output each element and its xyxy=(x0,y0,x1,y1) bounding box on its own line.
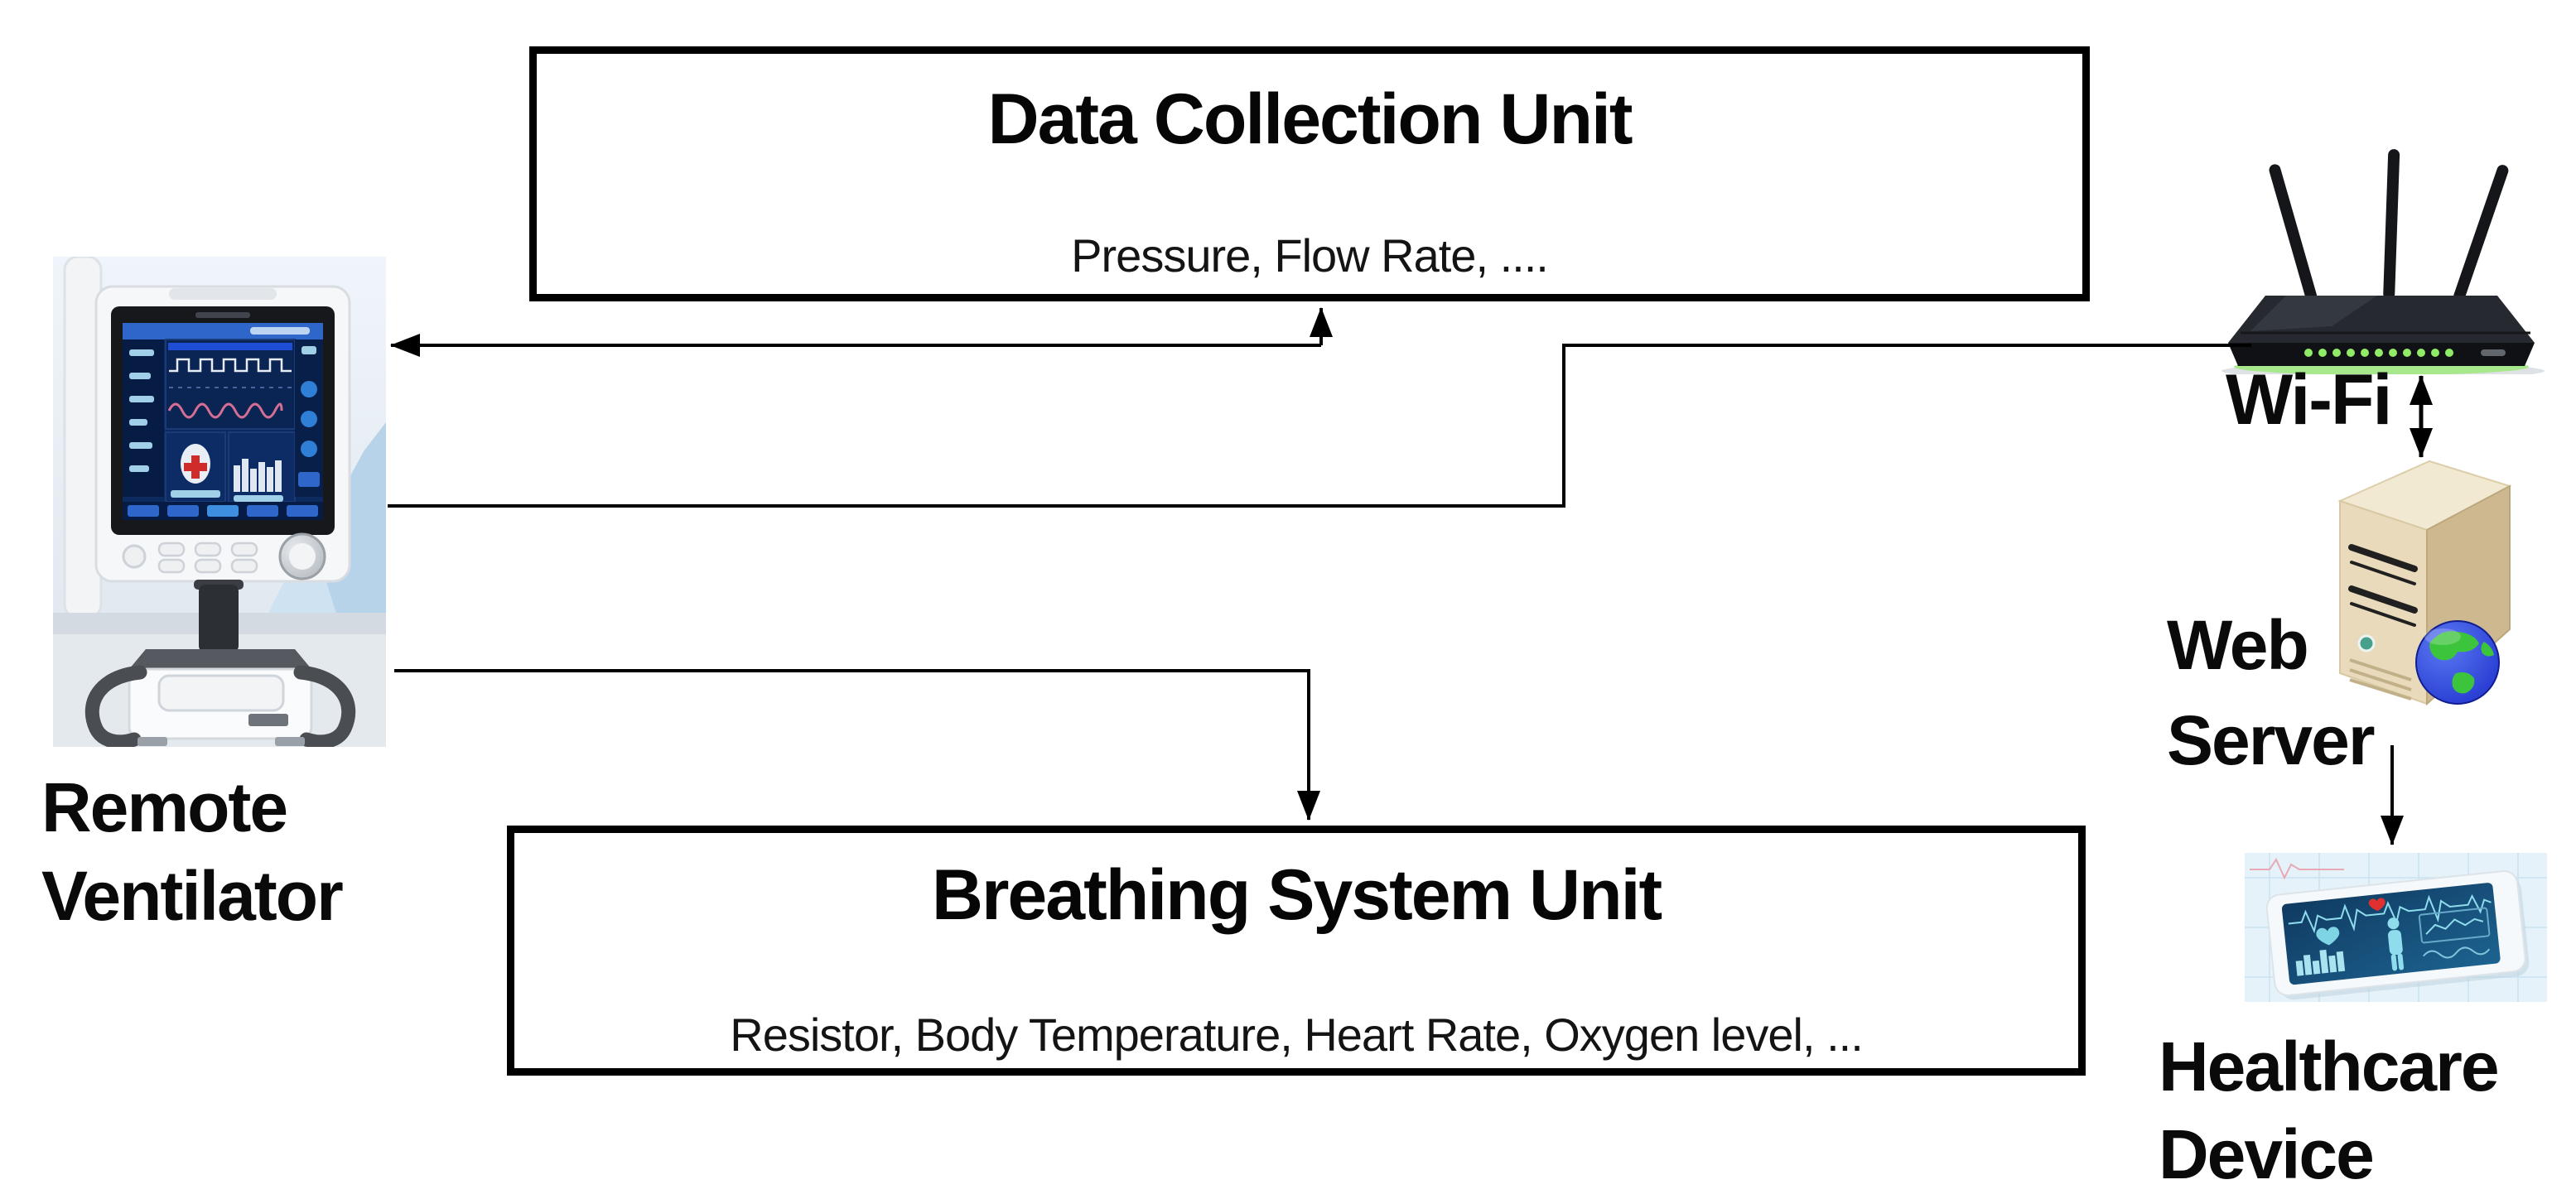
patient-figure xyxy=(2387,917,2405,971)
health-tablet-icon xyxy=(2245,853,2547,1002)
edge-router-ventilator xyxy=(388,344,2251,508)
bsu-title: Breathing System Unit xyxy=(931,855,1662,935)
router-led-strip xyxy=(2304,349,2453,357)
edge-ventilator-bsu xyxy=(394,669,1320,821)
node-breathing-system-unit: Breathing System Unit Resistor, Body Tem… xyxy=(507,826,2086,1076)
globe-icon xyxy=(2415,620,2500,705)
ventilator-photo xyxy=(53,257,386,747)
healthcare-device-label: Healthcare Device xyxy=(2159,1028,2500,1193)
heart-icon xyxy=(2368,898,2385,912)
wifi-label: Wi-Fi xyxy=(2226,360,2392,440)
bar-chart-mini xyxy=(2295,949,2346,976)
node-data-collection-unit: Data Collection Unit Pressure, Flow Rate… xyxy=(529,46,2090,301)
dcu-title: Data Collection Unit xyxy=(987,79,1633,159)
web-server-label: Web Server xyxy=(2167,606,2376,780)
router-antennas xyxy=(2269,149,2509,302)
bsu-subtitle: Resistor, Body Temperature, Heart Rate, … xyxy=(730,1009,1864,1061)
dcu-subtitle: Pressure, Flow Rate, .... xyxy=(1071,229,1549,282)
server-tower-icon xyxy=(2337,460,2512,706)
remote-ventilator-label: Remote Ventilator xyxy=(41,768,344,935)
server-power-button xyxy=(2357,634,2376,652)
wifi-router-icon xyxy=(2221,149,2545,374)
